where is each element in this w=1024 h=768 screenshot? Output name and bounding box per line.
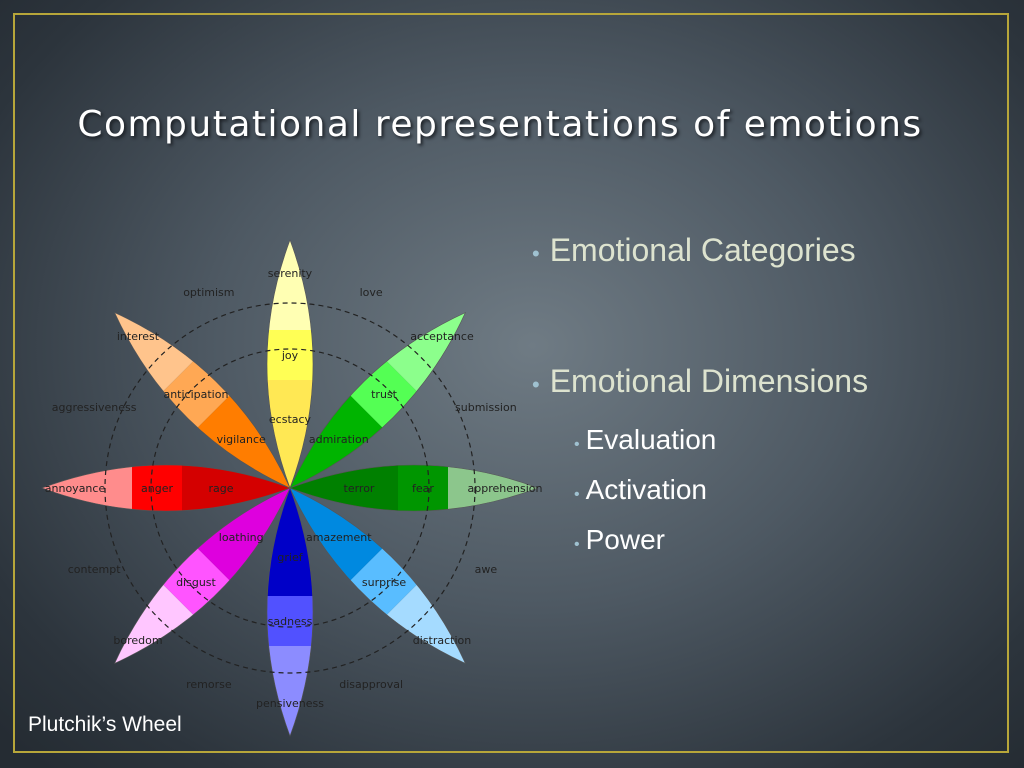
emotion-label-distraction: distraction bbox=[413, 634, 471, 647]
sub-bullet-text: Activation bbox=[585, 474, 708, 505]
emotion-label-acceptance: acceptance bbox=[410, 330, 474, 343]
emotion-label-grief: grief bbox=[277, 551, 303, 564]
emotion-label-trust: trust bbox=[371, 388, 398, 401]
bullet-dot-icon: • bbox=[532, 372, 540, 397]
dyad-label-optimism: optimism bbox=[183, 286, 234, 299]
band-annoyance bbox=[42, 465, 132, 511]
sub-bullet-evaluation: • Evaluation bbox=[574, 424, 868, 456]
dyad-label-awe: awe bbox=[475, 563, 498, 576]
petal-fear bbox=[289, 464, 539, 512]
emotion-label-anger: anger bbox=[141, 482, 173, 495]
emotion-label-interest: interest bbox=[117, 330, 160, 343]
dyad-label-contempt: contempt bbox=[68, 563, 122, 576]
band-rage bbox=[182, 465, 290, 511]
emotion-label-apprehension: apprehension bbox=[468, 482, 543, 495]
bullet-text: Emotional Dimensions bbox=[549, 363, 869, 399]
band-anger bbox=[132, 465, 182, 511]
petal-anger bbox=[41, 464, 291, 512]
bullet-list: • Emotional Categories • Emotional Dimen… bbox=[532, 232, 868, 556]
emotion-label-admiration: admiration bbox=[309, 433, 369, 446]
band-terror bbox=[290, 465, 398, 511]
band-vigilance bbox=[179, 377, 307, 505]
sub-bullet-text: Evaluation bbox=[585, 424, 717, 455]
emotion-label-boredom: boredom bbox=[113, 634, 162, 647]
band-serenity bbox=[267, 240, 313, 330]
emotion-label-annoyance: annoyance bbox=[45, 482, 106, 495]
emotion-label-anticipation: anticipation bbox=[163, 388, 228, 401]
bullet-dot-icon: • bbox=[532, 241, 540, 266]
dyad-label-submission: submission bbox=[455, 401, 517, 414]
emotion-label-pensiveness: pensiveness bbox=[256, 697, 324, 710]
emotion-label-ecstacy: ecstacy bbox=[269, 413, 312, 426]
emotion-label-joy: joy bbox=[281, 349, 299, 362]
slide-border bbox=[13, 13, 1009, 753]
outer-dashed-ring bbox=[104, 302, 476, 674]
bullet-dot-icon: • bbox=[574, 536, 580, 553]
dyad-label-aggressiveness: aggressiveness bbox=[52, 401, 137, 414]
emotion-label-loathing: loathing bbox=[219, 531, 264, 544]
emotion-label-fear: fear bbox=[412, 482, 434, 495]
bullet-text: Emotional Categories bbox=[549, 232, 856, 268]
emotion-label-sadness: sadness bbox=[268, 615, 313, 628]
band-pensiveness bbox=[267, 646, 313, 736]
dyad-label-remorse: remorse bbox=[186, 678, 232, 691]
bullet-dot-icon: • bbox=[574, 436, 580, 453]
band-admiration bbox=[273, 377, 401, 505]
band-loathing bbox=[179, 471, 307, 599]
emotion-label-terror: terror bbox=[344, 482, 375, 495]
sub-bullet-text: Power bbox=[585, 524, 665, 555]
wheel-caption: Plutchik’s Wheel bbox=[28, 713, 182, 736]
band-apprehension bbox=[448, 465, 538, 511]
band-amazement bbox=[273, 471, 401, 599]
emotion-label-rage: rage bbox=[208, 482, 233, 495]
inner-dashed-ring bbox=[150, 348, 430, 628]
band-fear bbox=[398, 465, 448, 511]
emotion-label-amazement: amazement bbox=[306, 531, 372, 544]
emotion-label-disgust: disgust bbox=[176, 576, 216, 589]
plutchik-wheel: serenity joy ecstacy acceptance trust admirat… bbox=[41, 239, 543, 737]
band-sadness bbox=[267, 596, 313, 646]
bullet-emotional-dimensions: • Emotional Dimensions bbox=[532, 363, 868, 400]
sub-bullet-activation: • Activation bbox=[574, 474, 868, 506]
emotion-label-surprise: surprise bbox=[362, 576, 407, 589]
emotion-label-vigilance: vigilance bbox=[217, 433, 266, 446]
slide-title: Computational representations of emotion… bbox=[77, 104, 923, 145]
sub-bullet-power: • Power bbox=[574, 524, 868, 556]
band-joy bbox=[267, 330, 313, 380]
bullet-emotional-categories: • Emotional Categories bbox=[532, 232, 868, 269]
bullet-dot-icon: • bbox=[574, 486, 580, 503]
dyad-label-love: love bbox=[360, 286, 383, 299]
emotion-label-serenity: serenity bbox=[268, 267, 313, 280]
dyad-label-disapproval: disapproval bbox=[339, 678, 403, 691]
